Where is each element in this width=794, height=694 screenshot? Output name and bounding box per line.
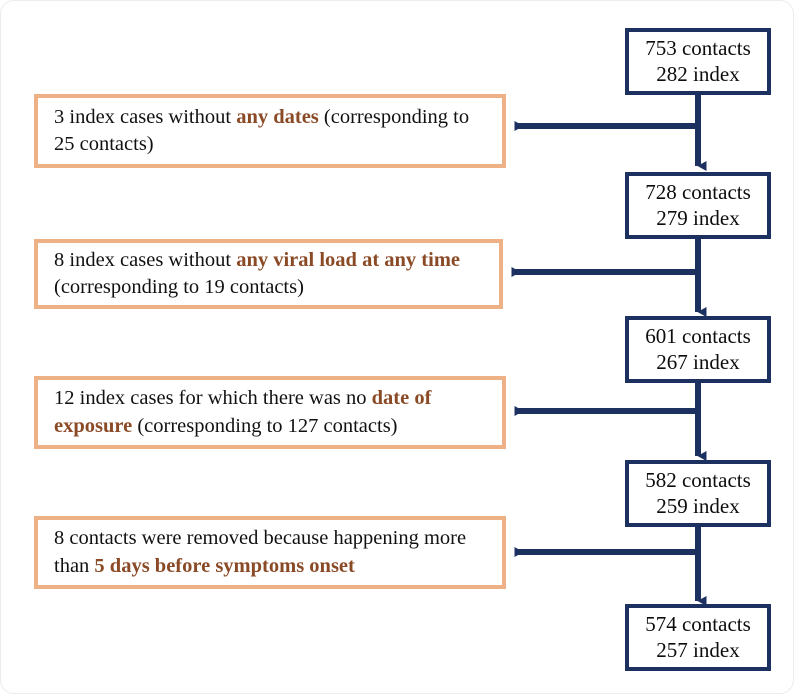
flow-box-contacts: 574 contacts: [645, 612, 751, 637]
flow-box-index: 257 index: [656, 637, 740, 662]
exclusion-text: 8 contacts were removed because happenin…: [54, 527, 467, 577]
flow-box-step3: 582 contacts 259 index: [625, 460, 771, 527]
exclusion-box-too-early-contacts: 8 contacts were removed because happenin…: [34, 516, 506, 589]
flow-box-index: 282 index: [656, 61, 740, 86]
exclusion-box-no-date-of-exposure: 12 index cases for which there was no da…: [34, 376, 506, 449]
flow-box-start: 753 contacts 282 index: [625, 28, 771, 95]
flow-box-step2: 601 contacts 267 index: [625, 316, 771, 383]
flow-box-contacts: 601 contacts: [645, 324, 751, 349]
flow-box-index: 279 index: [656, 205, 740, 230]
flow-box-contacts: 728 contacts: [645, 180, 751, 205]
flow-box-contacts: 582 contacts: [645, 468, 751, 493]
exclusion-text: 12 index cases for which there was no da…: [54, 387, 432, 437]
flow-box-index: 259 index: [656, 493, 740, 518]
exclusion-box-no-dates: 3 index cases without any dates (corresp…: [34, 94, 506, 168]
exclusion-box-no-viral-load: 8 index cases without any viral load at …: [34, 239, 503, 309]
exclusion-text: 3 index cases without any dates (corresp…: [54, 105, 470, 155]
flow-box-index: 267 index: [656, 349, 740, 374]
flow-box-final: 574 contacts 257 index: [625, 604, 771, 671]
flow-box-step1: 728 contacts 279 index: [625, 172, 771, 239]
flow-box-contacts: 753 contacts: [645, 36, 751, 61]
exclusion-text: 8 index cases without any viral load at …: [54, 248, 460, 298]
